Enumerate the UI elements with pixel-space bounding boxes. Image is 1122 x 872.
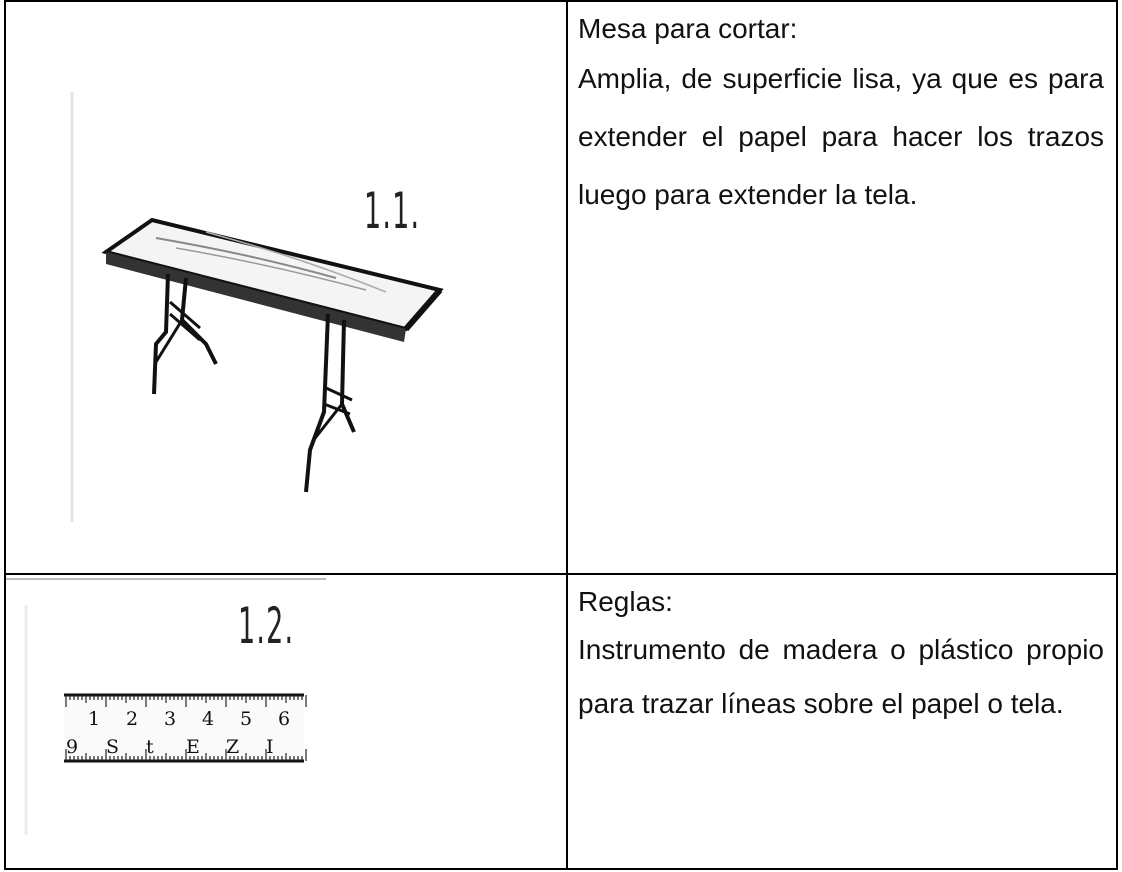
item-description: Amplia, de superficie lisa, ya que es pa… <box>578 50 1104 224</box>
description-line: propio para trazar líneas sobre el <box>578 634 1105 719</box>
figure-label: 1.2. <box>238 597 295 655</box>
tools-table: 1.1. <box>4 0 1118 870</box>
text-cell-cutting-table: Mesa para cortar: Amplia, de superficie … <box>566 0 1118 575</box>
ruler-number: 3 <box>164 708 176 730</box>
description-line: tela. <box>864 179 918 210</box>
ruler-number: E <box>186 736 200 758</box>
ruler-number: 1 <box>88 708 100 730</box>
description-line: los trazos luego para extender la <box>578 121 1105 210</box>
ruler-number: Z <box>226 736 239 758</box>
folding-table-illustration <box>70 92 444 522</box>
item-description: Instrumento de madera o plástico propio … <box>578 623 1104 731</box>
ruler-number: 5 <box>240 708 252 730</box>
item-heading: Mesa para cortar: <box>578 13 798 44</box>
item-heading: Reglas: <box>578 586 673 617</box>
ruler-number: 4 <box>202 708 214 730</box>
ruler-number: 2 <box>126 708 138 730</box>
description-line: para extender el papel para hacer <box>578 63 1104 152</box>
description-line: Amplia, de superficie lisa, ya que es <box>578 63 1038 94</box>
figure-label: 1.1. <box>364 182 421 240</box>
ruler-number: I <box>266 736 274 758</box>
ruler-number: S <box>106 736 119 758</box>
ruler-number: 9 <box>66 736 78 758</box>
description-line: Instrumento de madera o plástico <box>578 634 1014 665</box>
table-row-cutting-table: 1.1. <box>4 0 1118 575</box>
ruler-number: t <box>146 736 154 758</box>
image-cell-cutting-table: 1.1. <box>4 0 568 575</box>
ruler-number: 6 <box>278 708 290 730</box>
text-cell-rulers: Reglas: Instrumento de madera o plástico… <box>566 573 1118 870</box>
description-line: papel o tela. <box>911 688 1064 719</box>
scan-edge-line <box>7 578 326 835</box>
